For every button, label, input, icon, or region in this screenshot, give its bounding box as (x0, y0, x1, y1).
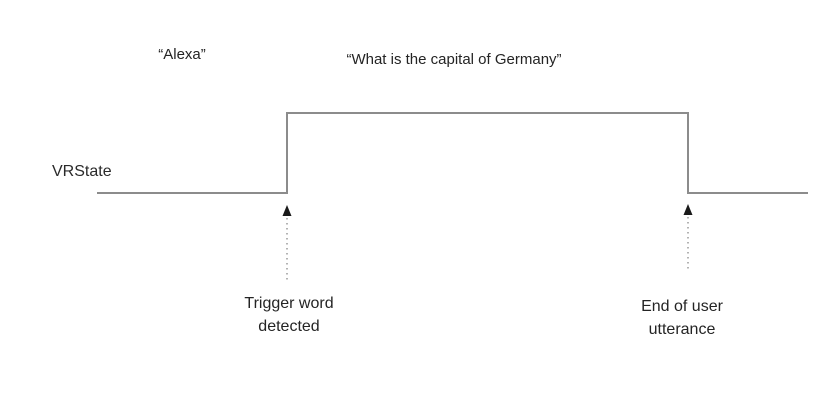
annotation-line: Trigger word (244, 295, 334, 312)
annotation-line: utterance (648, 321, 716, 338)
signal-name-label: VRState (52, 163, 112, 180)
vrstate-waveform (97, 112, 808, 194)
utterance-user-question: “What is the capital of Germany” (346, 51, 562, 68)
annotation-trigger-word-detected: Trigger word detected (244, 292, 333, 338)
end-arrow (683, 204, 693, 272)
annotation-line: detected (258, 318, 320, 335)
annotation-line: End of user (641, 298, 723, 315)
utterance-trigger-word: “Alexa” (158, 46, 206, 63)
annotation-end-of-user-utterance: End of user utterance (641, 295, 723, 341)
up-arrow-icon (683, 204, 693, 215)
trigger-arrow (282, 205, 292, 281)
up-arrow-icon (282, 205, 292, 216)
